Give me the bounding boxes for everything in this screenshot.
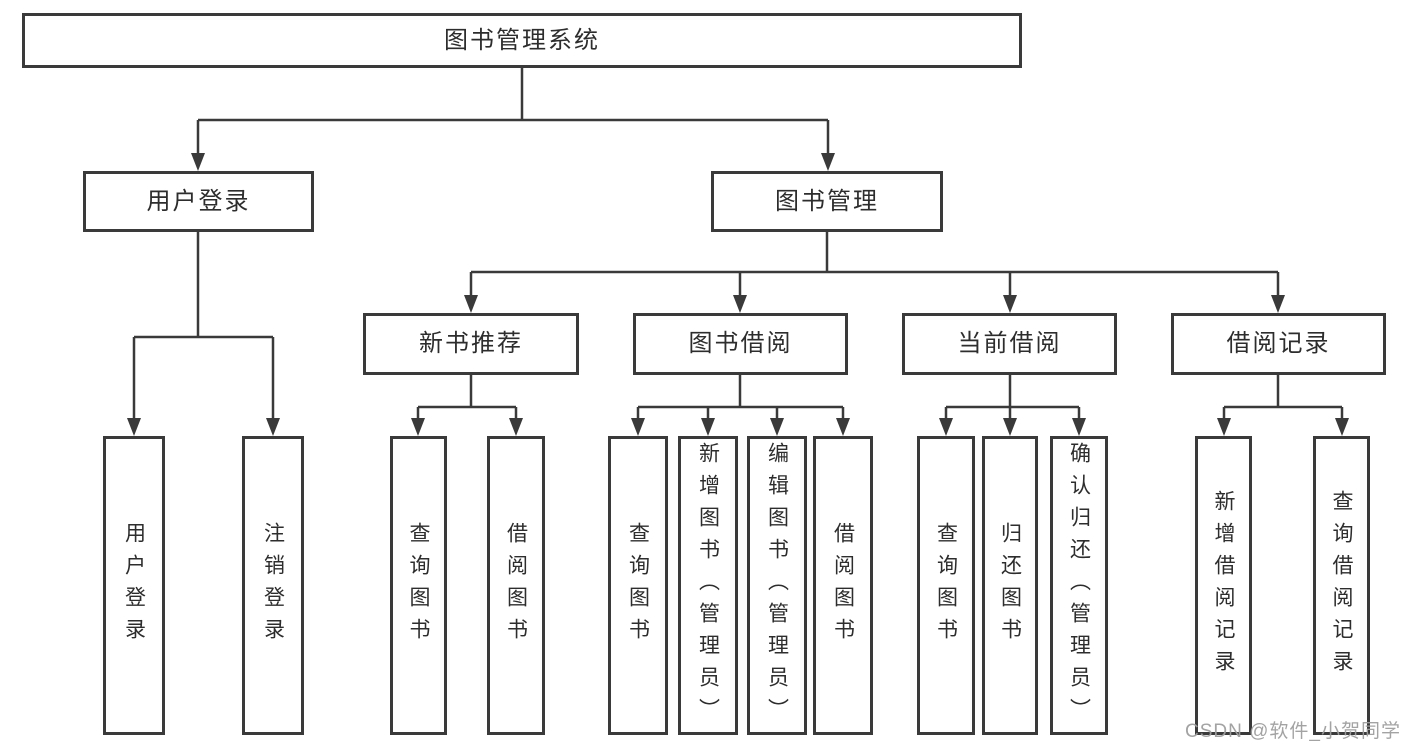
leaf-query-borrow-record: 查询借阅记录 <box>1313 436 1370 735</box>
node-borrow-records: 借阅记录 <box>1171 313 1386 375</box>
node-user-login: 用户登录 <box>83 171 314 232</box>
node-book-management: 图书管理 <box>711 171 943 232</box>
leaf-query-books-borrow: 查询图书 <box>608 436 668 735</box>
node-book-borrow: 图书借阅 <box>633 313 848 375</box>
leaf-borrow-books: 借阅图书 <box>813 436 873 735</box>
node-current-borrow: 当前借阅 <box>902 313 1117 375</box>
node-root-system: 图书管理系统 <box>22 13 1022 68</box>
leaf-logout: 注销登录 <box>242 436 304 735</box>
leaf-return-books: 归还图书 <box>982 436 1038 735</box>
leaf-borrow-books-recommend: 借阅图书 <box>487 436 545 735</box>
leaf-add-borrow-record: 新增借阅记录 <box>1195 436 1252 735</box>
leaf-query-books-current: 查询图书 <box>917 436 975 735</box>
leaf-query-books-recommend: 查询图书 <box>390 436 447 735</box>
leaf-confirm-return-admin: 确认归还（管理员） <box>1050 436 1108 735</box>
csdn-watermark: CSDN @软件_小贺同学 <box>1185 721 1401 742</box>
leaf-add-books-admin: 新增图书（管理员） <box>678 436 738 735</box>
node-new-book-recommend: 新书推荐 <box>363 313 579 375</box>
connector-lines <box>132 67 1344 419</box>
leaf-user-login: 用户登录 <box>103 436 165 735</box>
leaf-edit-books-admin: 编辑图书（管理员） <box>747 436 807 735</box>
